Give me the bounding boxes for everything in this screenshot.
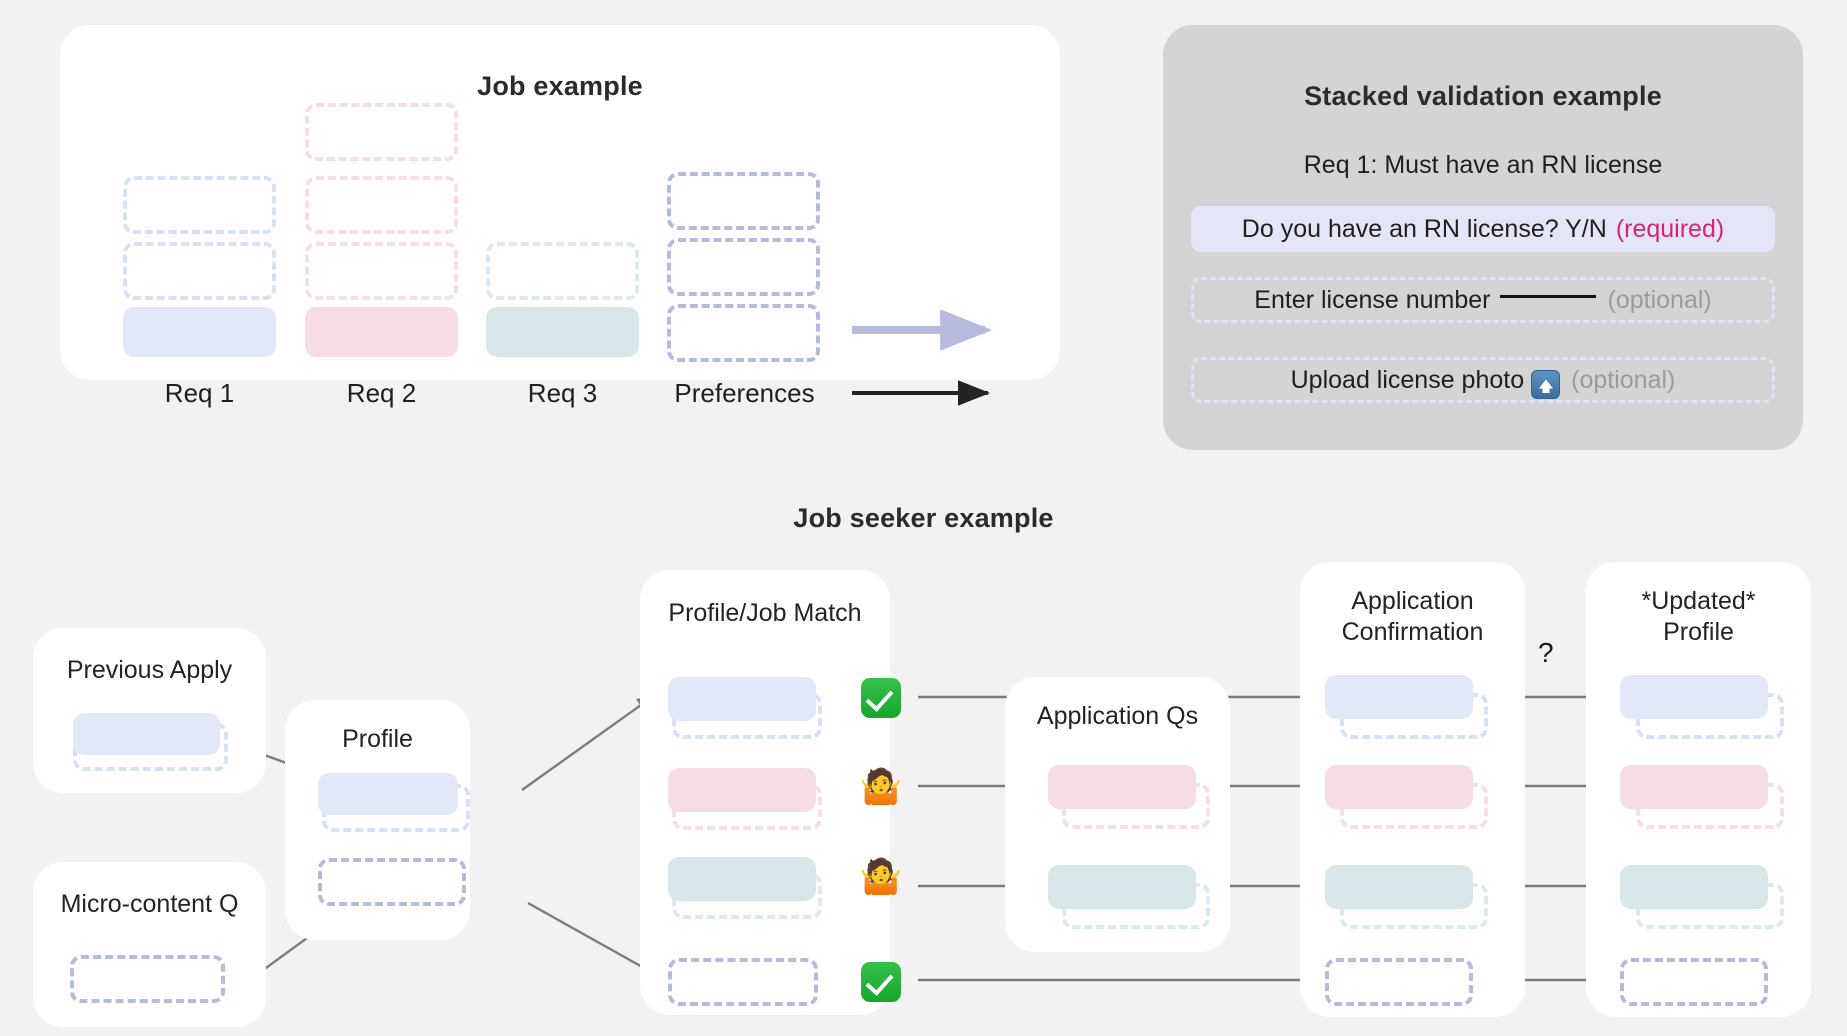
stacked-validation-title: Stacked validation example xyxy=(1304,81,1662,111)
job-req1-dashed-1 xyxy=(123,176,276,234)
validation-row-license-number[interactable]: Enter license number (optional) xyxy=(1191,277,1775,323)
appconf-item-3-solid xyxy=(1325,865,1473,909)
shrug-icon-match-2: 🤷 xyxy=(859,768,903,806)
appconf-item-4-dashed xyxy=(1325,958,1473,1006)
appqs-item-2-solid xyxy=(1048,865,1196,909)
validation-row-license-number-optional-tag: (optional) xyxy=(1607,285,1712,314)
card-profile-label: Profile xyxy=(342,725,413,753)
match-item-1-solid xyxy=(668,677,816,721)
job-preferences-dashed-1 xyxy=(667,172,820,230)
micro-content-q-dashed xyxy=(70,955,225,1003)
match-item-2-solid xyxy=(668,768,816,812)
card-updated-profile-label: *Updated* Profile xyxy=(1586,586,1811,647)
upload-icon[interactable] xyxy=(1531,369,1561,399)
validation-row-rn-license-text: Do you have an RN license? Y/N xyxy=(1241,214,1607,243)
match-item-3-solid xyxy=(668,857,816,901)
job-example-title: Job example xyxy=(477,71,643,101)
job-req2-dashed-1 xyxy=(305,103,458,161)
validation-row-upload-photo-text: Upload license photo xyxy=(1290,365,1525,394)
card-micro-content-q-label: Micro-content Q xyxy=(60,890,239,918)
job-req3-dashed-1 xyxy=(486,242,639,300)
job-column-caption-preferences: Preferences xyxy=(674,378,815,408)
appconf-item-1-solid xyxy=(1325,675,1473,719)
job-column-caption-req3: Req 3 xyxy=(527,378,598,408)
blank-line-icon xyxy=(1499,294,1596,298)
stacked-validation-requirement: Req 1: Must have an RN license xyxy=(1303,151,1663,179)
appqs-item-1-solid xyxy=(1048,765,1196,809)
validation-row-rn-license-required-tag: (required) xyxy=(1615,214,1725,243)
previous-apply-solid xyxy=(73,713,220,755)
validation-row-upload-photo[interactable]: Upload license photo (optional) xyxy=(1191,357,1775,403)
profile-item-1-solid xyxy=(318,773,458,815)
card-application-qs-label: Application Qs xyxy=(1036,702,1199,730)
card-updated-profile-label-line2: Profile xyxy=(1663,617,1734,646)
job-req3-solid xyxy=(486,307,639,357)
card-application-confirmation-label: Application Confirmation xyxy=(1300,586,1525,647)
job-preferences-dashed-2 xyxy=(667,238,820,296)
card-updated-profile-label-line1: *Updated* xyxy=(1641,587,1756,615)
card-profile-job-match-label: Profile/Job Match xyxy=(668,599,862,627)
job-preferences-dashed-3 xyxy=(667,304,820,362)
updprofile-item-4-dashed xyxy=(1620,958,1768,1006)
card-application-confirmation-label-line2: Confirmation xyxy=(1341,617,1484,646)
job-seeker-title: Job seeker example xyxy=(793,503,1054,533)
job-req1-dashed-2 xyxy=(123,242,276,300)
card-application-confirmation-label-line1: Application xyxy=(1351,587,1474,615)
check-icon-match-4 xyxy=(861,962,901,1002)
updprofile-item-1-solid xyxy=(1620,675,1768,719)
validation-row-upload-photo-optional-tag: (optional) xyxy=(1571,365,1676,394)
job-column-caption-req1: Req 1 xyxy=(164,378,235,408)
updprofile-item-2-solid xyxy=(1620,765,1768,809)
check-icon-match-1 xyxy=(861,678,901,718)
updprofile-item-3-solid xyxy=(1620,865,1768,909)
job-req2-solid xyxy=(305,307,458,357)
validation-row-rn-license[interactable]: Do you have an RN license? Y/N (required… xyxy=(1191,206,1775,252)
match-item-4-dashed xyxy=(668,958,818,1006)
validation-row-license-number-text: Enter license number xyxy=(1254,285,1491,314)
job-column-caption-req2: Req 2 xyxy=(346,378,417,408)
question-mark-annotation: ? xyxy=(1538,637,1554,668)
profile-item-2-dashed xyxy=(318,858,466,906)
job-req1-solid xyxy=(123,307,276,357)
job-req2-dashed-2 xyxy=(305,176,458,234)
appconf-item-2-solid xyxy=(1325,765,1473,809)
card-previous-apply: Previous Apply xyxy=(33,628,266,793)
job-req2-dashed-3 xyxy=(305,242,458,300)
shrug-icon-match-3: 🤷 xyxy=(859,858,903,896)
card-profile: Profile xyxy=(285,700,470,940)
card-previous-apply-label: Previous Apply xyxy=(66,656,233,684)
